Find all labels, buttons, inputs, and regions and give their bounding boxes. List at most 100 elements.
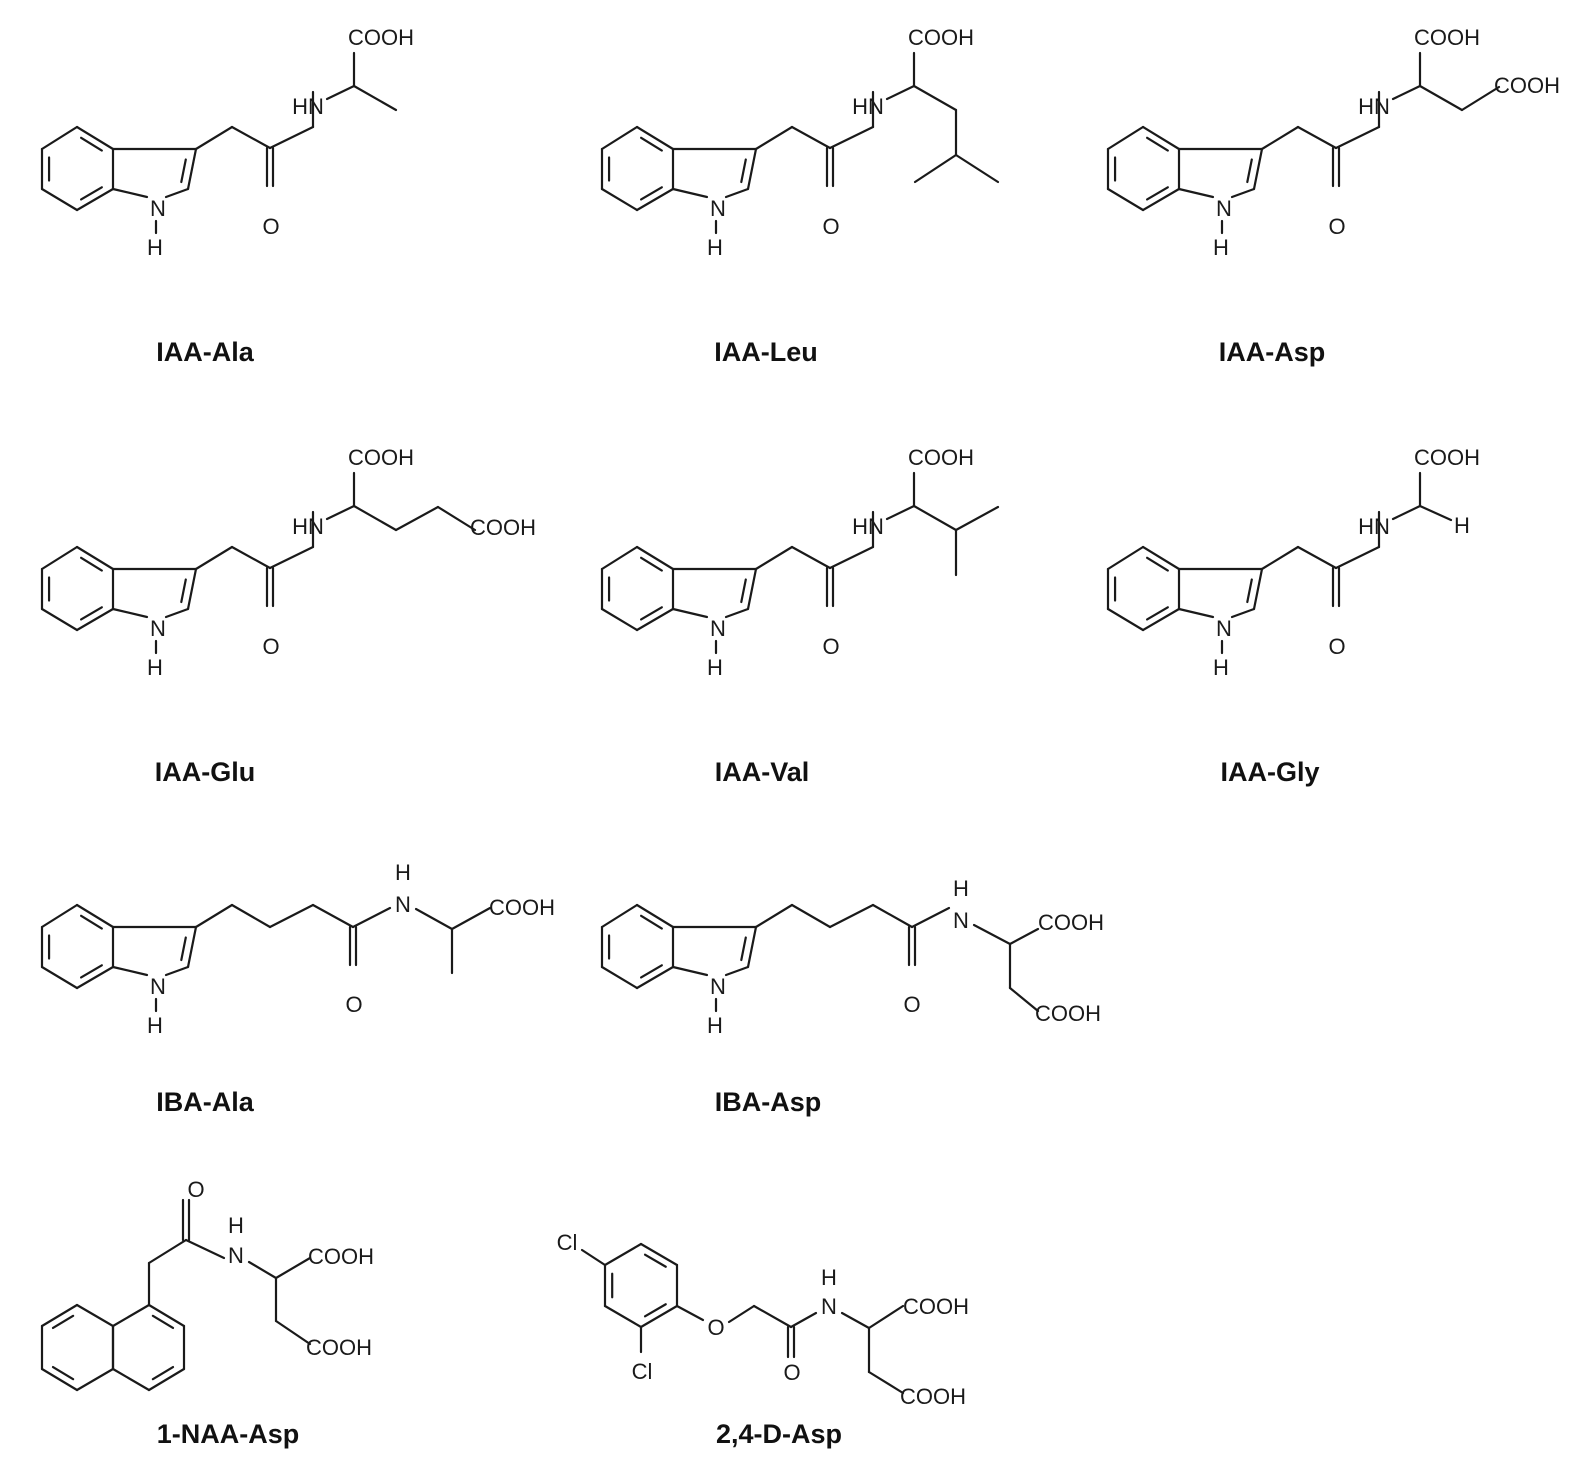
carboxyl-label: COOH xyxy=(900,1384,966,1409)
bond xyxy=(111,965,149,977)
bond xyxy=(75,125,115,151)
bond xyxy=(79,606,103,621)
acyl-chain: OHN xyxy=(754,504,916,659)
hydrogen-label: H xyxy=(1454,513,1470,538)
bond xyxy=(1106,607,1145,632)
ring-nitrogen-label: N xyxy=(710,974,726,999)
carboxyl-label: COOH xyxy=(348,25,414,50)
bond xyxy=(746,925,758,969)
bond xyxy=(643,1303,667,1318)
bond xyxy=(1145,186,1169,201)
carboxyl-label: COOH xyxy=(1414,25,1480,50)
bond xyxy=(164,187,190,199)
bond xyxy=(1106,125,1145,151)
bond xyxy=(1141,607,1181,632)
amine-label: HN xyxy=(1358,94,1390,119)
carboxyl-label: COOH xyxy=(308,1244,374,1269)
bond xyxy=(639,136,663,152)
bond xyxy=(111,1367,151,1392)
bond xyxy=(186,147,198,191)
bond xyxy=(885,84,916,101)
amide-nitrogen-label: N xyxy=(395,892,411,917)
acyl-chain: O HN xyxy=(194,504,356,659)
bond xyxy=(1296,545,1338,570)
bond xyxy=(1246,158,1253,184)
amine-label: HN xyxy=(292,514,324,539)
indole-ring: NH xyxy=(600,125,758,260)
butyric-acyl-chain: O NH xyxy=(194,860,454,1017)
bond xyxy=(635,965,675,990)
bond xyxy=(840,1311,871,1330)
bond xyxy=(51,1314,75,1330)
bond xyxy=(752,1304,793,1329)
bond xyxy=(351,906,392,929)
bond xyxy=(1106,187,1145,212)
carbonyl-oxygen-label: O xyxy=(262,634,279,659)
bond xyxy=(867,1370,905,1395)
indole-ring: NH xyxy=(1106,125,1264,260)
bond xyxy=(643,1253,667,1268)
bond xyxy=(1145,556,1169,572)
bond xyxy=(1391,504,1422,521)
bond xyxy=(268,545,315,570)
bond xyxy=(40,1367,79,1392)
bond xyxy=(247,1260,278,1280)
amine-label: HN xyxy=(852,514,884,539)
bond xyxy=(230,125,272,150)
ring-nitrogen-label: N xyxy=(150,616,166,641)
bond xyxy=(639,606,663,621)
amide-nitrogen-label: N xyxy=(821,1294,837,1319)
bond xyxy=(912,504,958,532)
bond xyxy=(1145,136,1169,152)
naphthalene-ring xyxy=(40,1303,186,1392)
bond xyxy=(75,545,115,571)
amine-label: HN xyxy=(292,94,324,119)
bond xyxy=(394,505,440,532)
bond xyxy=(194,903,234,929)
bond xyxy=(972,923,1012,946)
bond xyxy=(828,545,875,570)
bond xyxy=(147,1303,186,1328)
ring-nitrogen-label: N xyxy=(150,196,166,221)
amino-acid-residue: COOH xyxy=(450,895,555,975)
bond xyxy=(1252,147,1264,191)
bond xyxy=(600,965,639,990)
carbonyl-oxygen-label: O xyxy=(903,992,920,1017)
ether-oxygen-label: O xyxy=(707,1315,724,1340)
indole-ring: NH xyxy=(600,903,758,1038)
bond xyxy=(603,1304,643,1329)
bond xyxy=(164,965,190,977)
bond xyxy=(1296,125,1338,150)
ring-nitrogen-label: N xyxy=(150,974,166,999)
carbonyl-oxygen-label: O xyxy=(345,992,362,1017)
bond xyxy=(111,1303,151,1328)
amide-hydrogen-label: H xyxy=(395,860,411,885)
bond xyxy=(111,187,149,199)
bond xyxy=(740,578,747,604)
bond xyxy=(40,903,79,929)
bond xyxy=(1260,125,1300,151)
ring-nitrogen-label: N xyxy=(710,616,726,641)
bond xyxy=(79,556,103,572)
compound-name: IAA-Ala xyxy=(156,337,254,367)
bond xyxy=(639,1242,679,1267)
bond xyxy=(75,903,115,929)
bond xyxy=(600,125,639,151)
indole-ring: NH xyxy=(600,545,758,680)
amide-hydrogen-label: H xyxy=(821,1265,837,1290)
acyl-chain: OHN xyxy=(1260,504,1422,659)
amino-acid-residue: COOH xyxy=(908,25,1000,184)
bond xyxy=(75,965,115,990)
bond xyxy=(194,545,234,571)
amide-nitrogen-label: N xyxy=(228,1243,244,1268)
bond xyxy=(639,556,663,572)
bond xyxy=(147,1367,186,1392)
carboxyl-label: COOH xyxy=(1414,445,1480,470)
bond xyxy=(913,153,958,184)
